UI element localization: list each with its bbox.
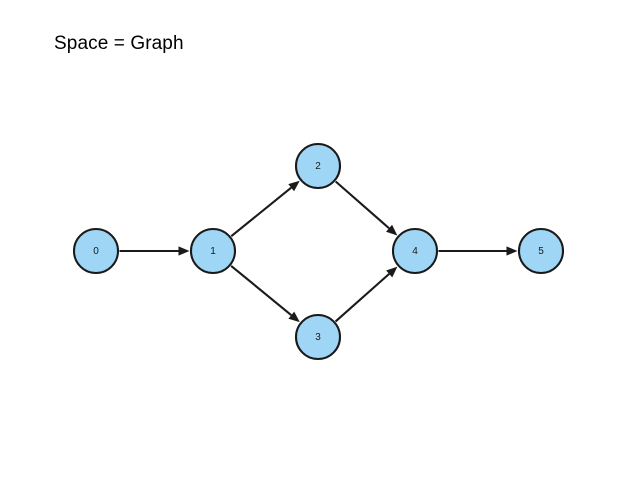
graph-edge-1-2 bbox=[230, 186, 292, 238]
graph-node-circle-1[interactable] bbox=[189, 227, 237, 275]
graph-node-4[interactable]: 4 bbox=[391, 227, 439, 275]
page-title: Space = Graph bbox=[54, 33, 184, 54]
graph-node-circle-2[interactable] bbox=[294, 142, 342, 190]
arrow-head-icon-3-4 bbox=[386, 266, 398, 278]
graph-node-3[interactable]: 3 bbox=[294, 313, 342, 361]
graph-node-circle-5[interactable] bbox=[517, 227, 565, 275]
graph-node-circle-4[interactable] bbox=[391, 227, 439, 275]
graph-node-5[interactable]: 5 bbox=[517, 227, 565, 275]
graph-node-circle-0[interactable] bbox=[72, 227, 120, 275]
graph-node-0[interactable]: 0 bbox=[72, 227, 120, 275]
graph-edge-2-4 bbox=[334, 180, 390, 230]
arrow-head-icon-2-4 bbox=[386, 224, 398, 236]
graph-edge-3-4 bbox=[334, 273, 390, 323]
graph-node-2[interactable]: 2 bbox=[294, 142, 342, 190]
arrow-head-icon-4-5 bbox=[506, 246, 518, 256]
graph-node-circle-3[interactable] bbox=[294, 313, 342, 361]
arrow-head-icon-0-1 bbox=[178, 246, 190, 256]
arrow-head-icon-1-3 bbox=[288, 311, 300, 323]
graph-node-1[interactable]: 1 bbox=[189, 227, 237, 275]
graph-edge-1-3 bbox=[230, 265, 292, 316]
node-layer: 0 1 2 3 4 5 bbox=[72, 142, 565, 361]
edge-layer bbox=[119, 180, 518, 323]
arrow-head-icon-1-2 bbox=[288, 180, 300, 192]
